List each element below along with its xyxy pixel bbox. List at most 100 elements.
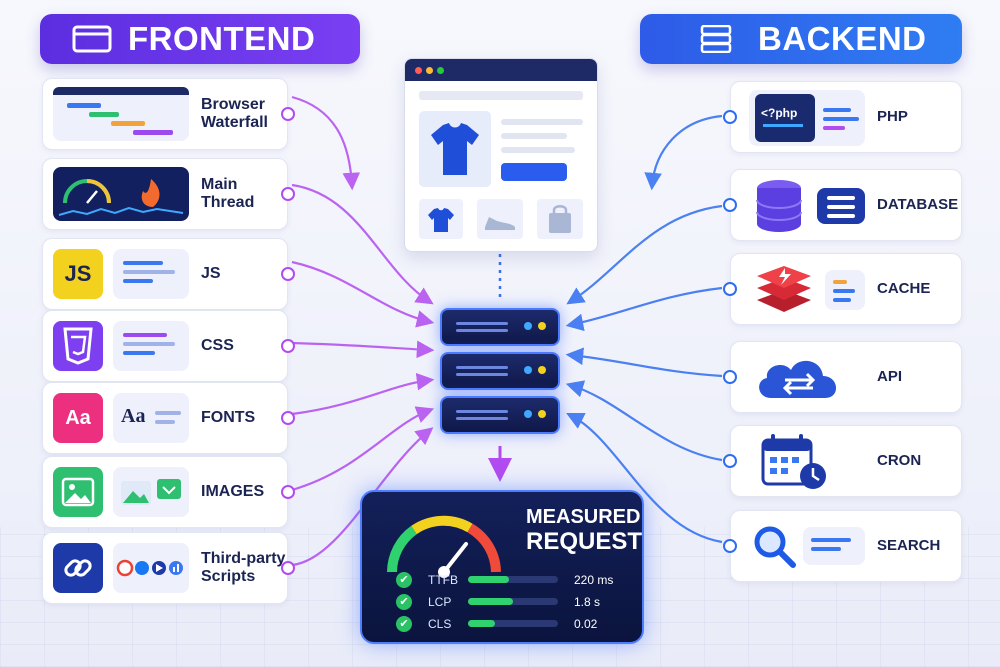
card-php[interactable]: <?php PHP — [723, 81, 962, 153]
metric-name: LCP — [428, 595, 452, 609]
connector-dot — [281, 267, 295, 281]
label-api: API — [877, 368, 903, 385]
calendar-clock-icon — [761, 434, 826, 489]
card-images[interactable]: IMAGES — [42, 456, 295, 528]
search-results-icon — [803, 527, 865, 565]
card-js[interactable]: JS JS — [42, 238, 295, 310]
js-icon: JS — [53, 249, 103, 299]
metric-name: TTFB — [428, 573, 458, 587]
link-icon — [53, 543, 103, 593]
check-icon: ✔ — [396, 572, 412, 588]
connector-dot — [281, 339, 295, 353]
metric-bar — [468, 576, 558, 583]
php-badge: <?php — [755, 94, 815, 142]
measured-request-panel: MEASURED REQUEST ✔ TTFB 220 ms ✔ LCP 1.8… — [360, 490, 644, 644]
measured-title: MEASURED — [526, 506, 641, 528]
browser-mockup — [404, 58, 598, 252]
css3-icon — [53, 321, 103, 371]
metric-bar — [468, 620, 558, 627]
connector-dot — [723, 110, 737, 124]
frontend-header: FRONTEND — [40, 14, 360, 64]
gauge-flame-icon — [53, 167, 189, 221]
cache-lines-icon — [825, 270, 865, 310]
metric-lcp: ✔ LCP 1.8 s — [396, 592, 626, 612]
metric-ttfb: ✔ TTFB 220 ms — [396, 570, 626, 590]
image-thumbnails-icon — [113, 467, 189, 517]
database-icon — [756, 180, 802, 232]
label-database: DATABASE — [877, 196, 959, 213]
connector-dot — [723, 282, 737, 296]
connector-dot — [723, 198, 737, 212]
label-search: SEARCH — [877, 537, 941, 554]
code-lines-icon — [113, 249, 189, 299]
server-unit — [440, 308, 560, 346]
thumbnail-shoe — [477, 199, 523, 239]
metric-value: 220 ms — [574, 573, 614, 587]
browser-window-icon — [72, 25, 112, 53]
browser-titlebar — [405, 59, 597, 81]
label-cache: CACHE — [877, 280, 931, 297]
connector-dot — [281, 485, 295, 499]
speed-gauge-icon — [387, 515, 501, 578]
card-browser-waterfall[interactable]: Browser Waterfall — [42, 78, 295, 150]
label-third-party-scripts: Third-party Scripts — [201, 550, 286, 585]
card-fonts[interactable]: Aa Aa FONTS — [42, 382, 295, 454]
label-main-thread: Main Thread — [201, 176, 255, 211]
metric-value: 1.8 s — [574, 595, 601, 609]
add-to-cart-button — [501, 163, 567, 181]
font-icon: Aa — [53, 393, 103, 443]
label-js: JS — [201, 265, 221, 282]
connector-dot — [723, 539, 737, 553]
connector-dot — [281, 411, 295, 425]
connector-dot — [281, 107, 295, 121]
connector-dot — [281, 561, 295, 575]
backend-title: BACKEND — [758, 20, 927, 57]
thumbnail-bag — [537, 199, 583, 239]
server-unit — [440, 352, 560, 390]
metric-bar-fill — [468, 620, 495, 627]
frontend-title: FRONTEND — [128, 20, 316, 57]
thumbnail-tshirt — [419, 199, 463, 239]
card-cron[interactable]: CRON — [723, 425, 962, 497]
metric-bar — [468, 598, 558, 605]
card-search[interactable]: SEARCH — [723, 510, 962, 582]
metric-bar-fill — [468, 576, 509, 583]
backend-header: BACKEND — [640, 14, 962, 64]
product-image — [419, 111, 491, 187]
shoe-icon — [485, 217, 515, 230]
check-icon: ✔ — [396, 594, 412, 610]
card-api[interactable]: API — [723, 341, 962, 413]
php-badge-text: <?php — [761, 106, 798, 120]
metric-cls: ✔ CLS 0.02 — [396, 614, 626, 634]
connector-dot — [723, 370, 737, 384]
card-main-thread[interactable]: Main Thread — [42, 158, 295, 230]
check-icon: ✔ — [396, 616, 412, 632]
table-list-icon — [817, 188, 865, 224]
card-css[interactable]: CSS — [42, 310, 295, 382]
waterfall-chart-icon — [53, 87, 189, 141]
magnifier-icon — [754, 526, 796, 568]
card-database[interactable]: DATABASE — [723, 169, 962, 241]
metric-bar-fill — [468, 598, 513, 605]
label-css: CSS — [201, 337, 234, 354]
label-fonts: FONTS — [201, 409, 256, 426]
connector-dot — [281, 187, 295, 201]
tshirt-icon — [431, 123, 479, 175]
code-lines-icon — [113, 321, 189, 371]
card-cache[interactable]: CACHE — [723, 253, 962, 325]
server-rack-icon — [700, 25, 732, 53]
label-php: PHP — [877, 108, 908, 125]
request-title: REQUEST — [526, 528, 643, 555]
font-preview-text: Aa — [121, 405, 146, 427]
image-icon — [53, 467, 103, 517]
label-browser-waterfall: Browser Waterfall — [201, 96, 268, 131]
tshirt-icon — [428, 208, 454, 232]
bag-icon — [549, 205, 571, 233]
label-images: IMAGES — [201, 483, 265, 500]
third-party-logos-icon — [113, 543, 189, 593]
card-third-party-scripts[interactable]: Third-party Scripts — [42, 532, 295, 604]
font-preview-icon: Aa — [113, 393, 189, 443]
php-file-icon: <?php — [749, 90, 865, 146]
cache-stack-icon — [757, 266, 811, 312]
server-stack — [440, 308, 560, 440]
